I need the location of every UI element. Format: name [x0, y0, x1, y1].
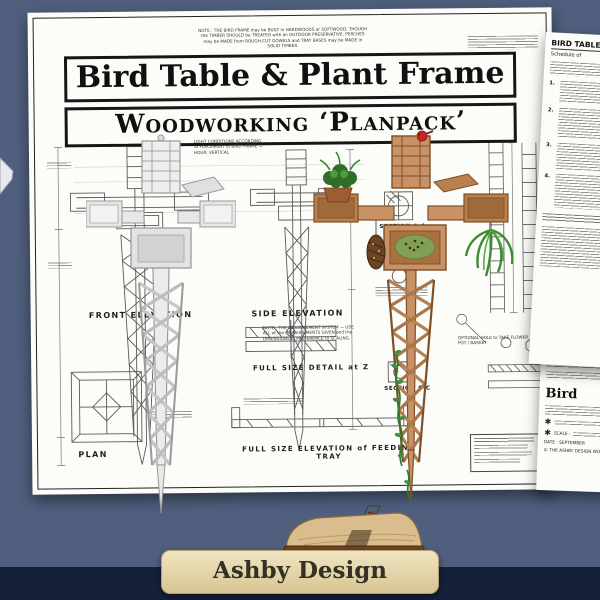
paragraph-text — [544, 405, 600, 420]
paragraph-text — [539, 226, 600, 273]
date-text: DATE : SEPTEMBER — [543, 440, 585, 447]
optional-hole-leader — [456, 313, 487, 344]
dim-text — [243, 397, 304, 405]
brand-banner: Ashby Design Workshop — [161, 550, 439, 600]
note-top: NOTE : THE BIRD FRAME may be BUILT in HA… — [198, 26, 368, 49]
bird-table-render-gray — [86, 134, 236, 514]
pine-cone-feeder — [366, 220, 386, 270]
color-stake-point — [407, 449, 415, 503]
dim-text — [47, 162, 72, 169]
item-text — [557, 107, 600, 144]
item-text — [555, 142, 600, 175]
dim-text — [467, 35, 538, 51]
gray-stake-point — [156, 464, 166, 514]
item-number: 1. — [549, 80, 556, 87]
item-text — [559, 80, 600, 109]
paragraph-text — [542, 213, 600, 227]
full-size-detail-drawing — [245, 320, 337, 359]
item-text — [553, 173, 600, 214]
plane-body — [285, 512, 423, 549]
scale-text: SCALE : — [553, 431, 571, 437]
scale-value — [573, 431, 600, 439]
left-tray-with-plant — [313, 151, 361, 223]
star-icon: ✱ — [544, 428, 552, 438]
center-seed-tray — [383, 224, 447, 271]
dim-text — [48, 262, 73, 269]
title-line-1: Bird Table & Plant Frame — [63, 51, 517, 103]
paper-scrap-shape — [0, 157, 14, 195]
side-elevation-drawing — [249, 149, 343, 451]
color-top-cage — [391, 135, 431, 189]
robin-bird — [412, 130, 434, 142]
paragraph-text — [549, 61, 600, 83]
copyright-text: © THE ASHBY DESIGN WORKSHOP — [543, 448, 600, 456]
bird-table-render-color — [313, 130, 514, 503]
schedule-sheet-2: Bird ✱ ✱ SCALE : DATE : SEPTEMBER © THE … — [536, 352, 600, 496]
corner-sheet-heading: Bird — [545, 386, 578, 403]
dimension-lines-side — [345, 148, 357, 430]
gray-trellis — [138, 281, 184, 466]
plan-view-drawing — [70, 371, 143, 443]
paragraph-text — [546, 371, 600, 382]
color-trellis — [386, 278, 436, 463]
climbing-vine — [391, 349, 410, 499]
item-number: 2. — [547, 107, 554, 114]
gray-trays — [86, 200, 236, 269]
credit-text — [554, 420, 600, 428]
right-tray-with-fern — [463, 193, 514, 277]
item-number: 3. — [545, 142, 552, 149]
left-paper-scrap — [0, 157, 14, 195]
item-number: 4. — [544, 173, 551, 180]
star-icon: ✱ — [544, 417, 552, 427]
gray-top-cage — [141, 134, 181, 194]
brand-name: Ashby Design Workshop — [212, 557, 388, 600]
